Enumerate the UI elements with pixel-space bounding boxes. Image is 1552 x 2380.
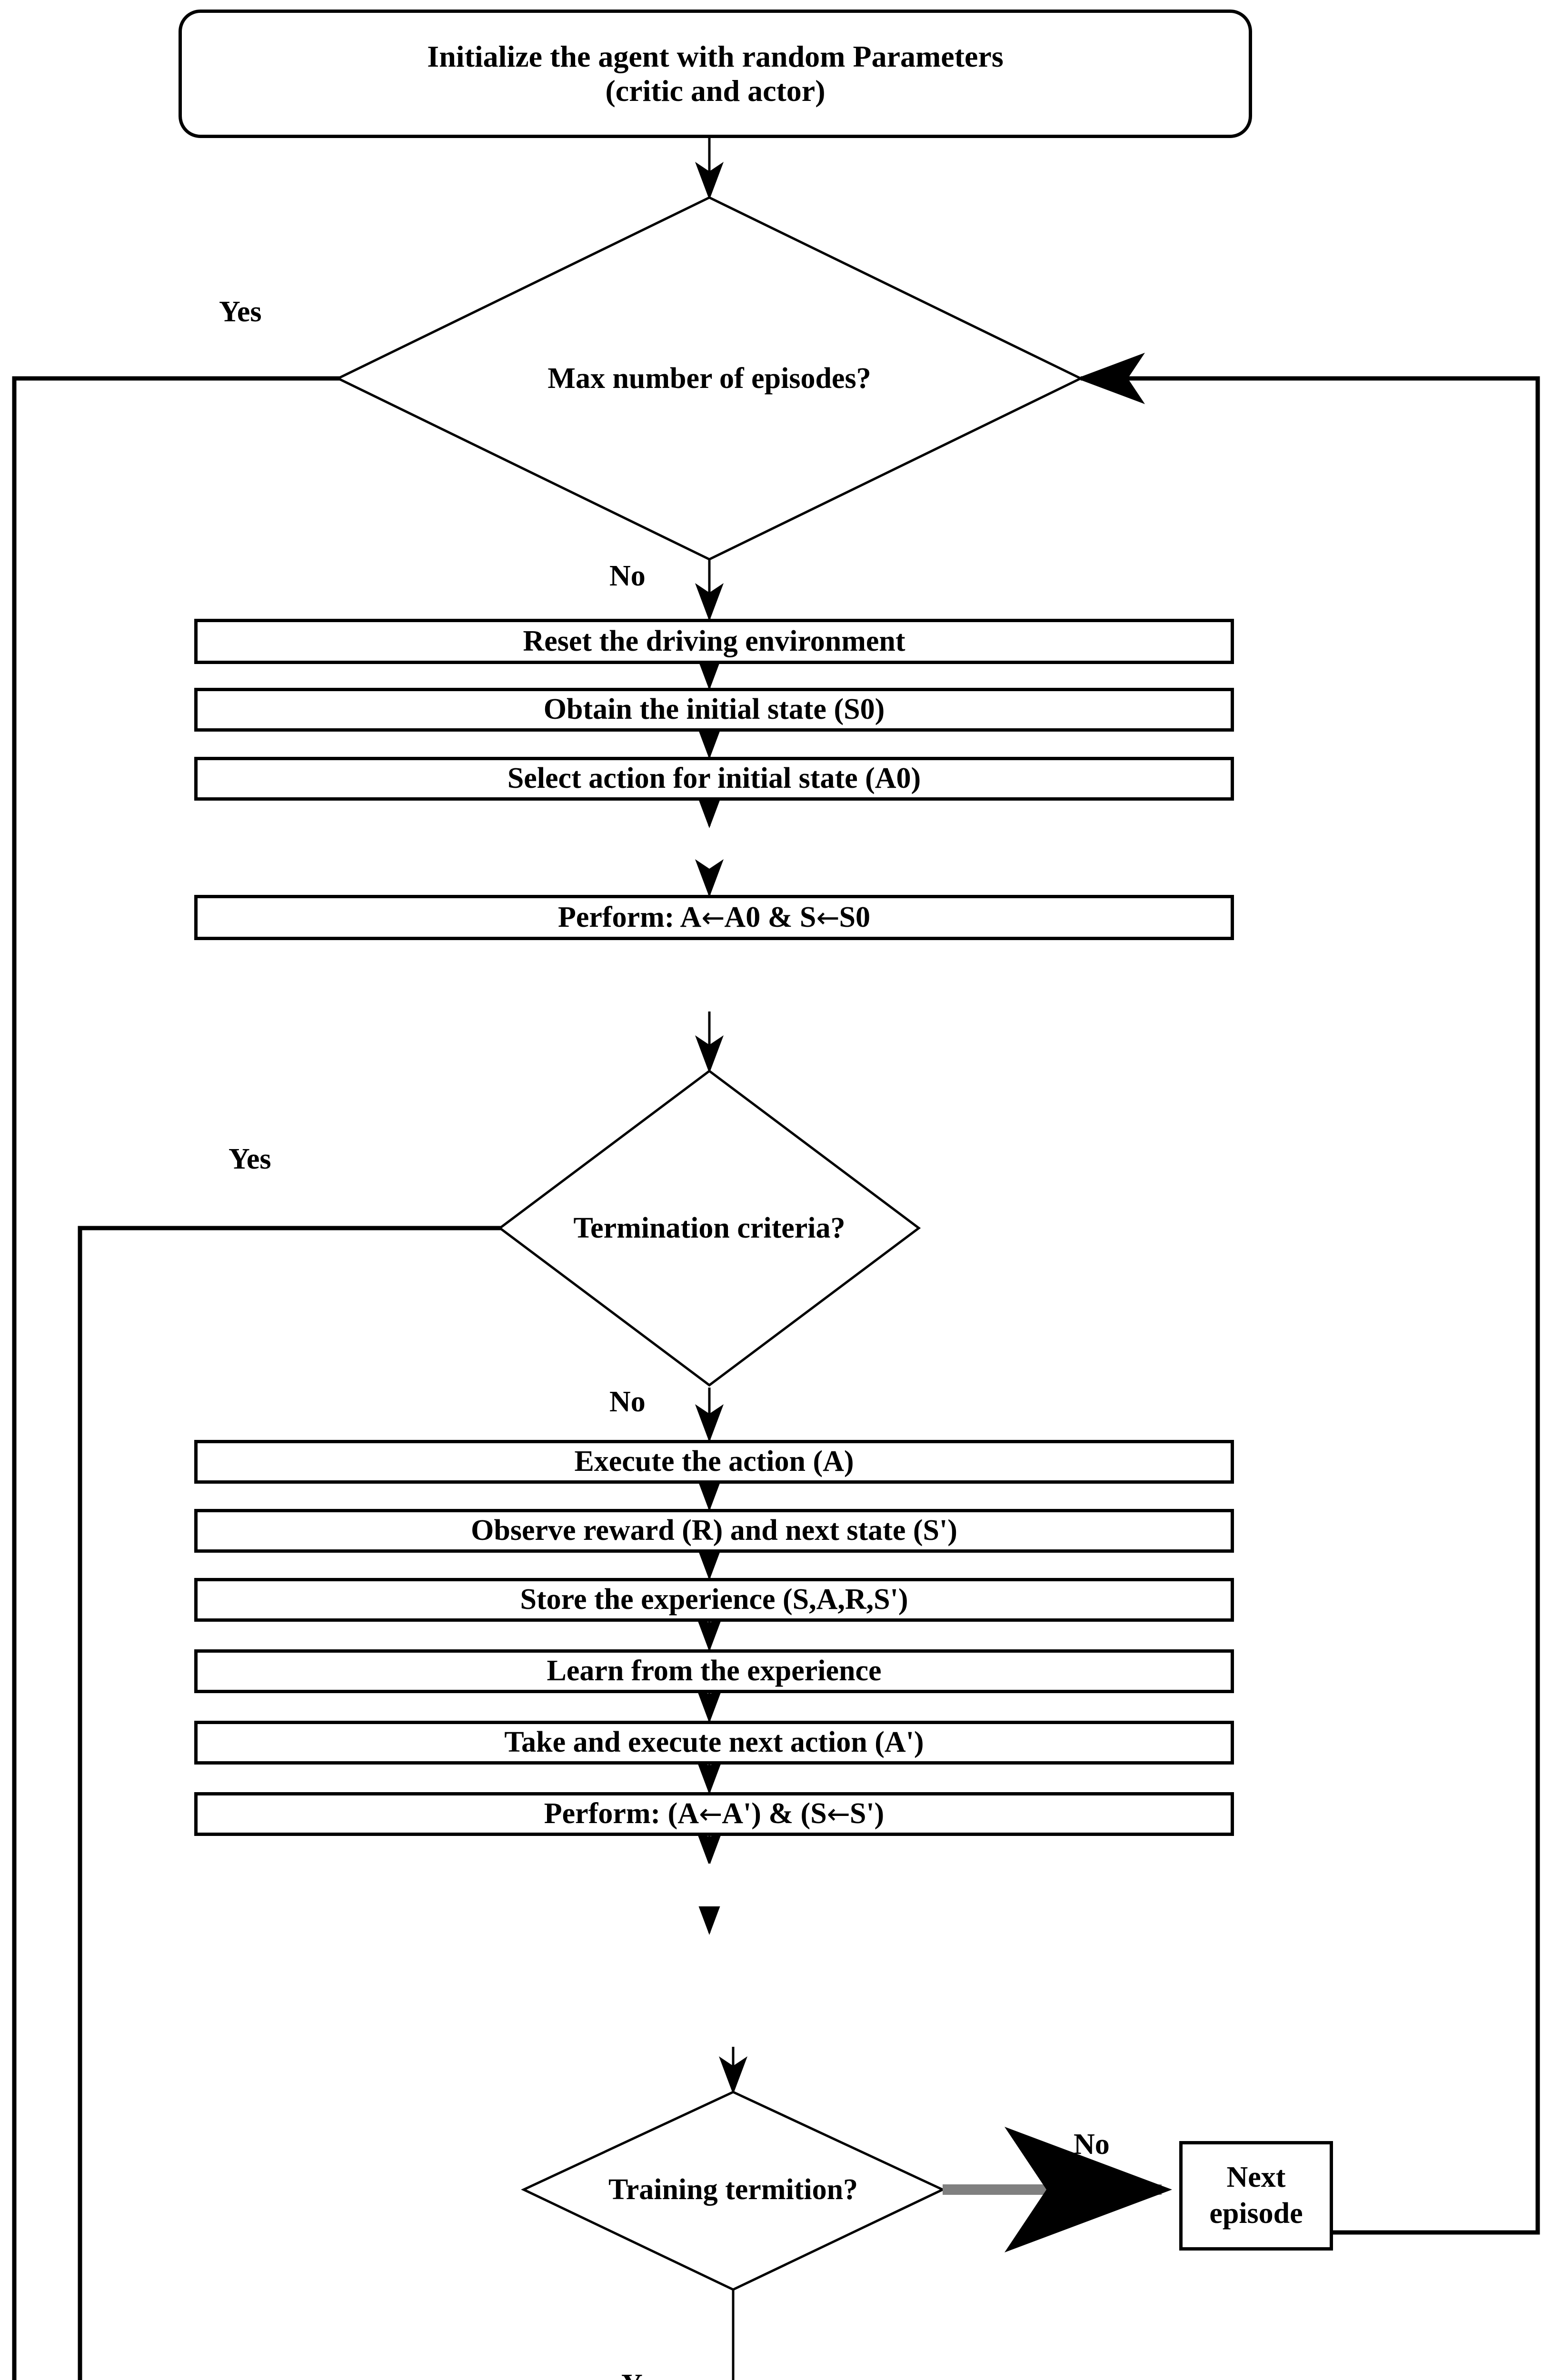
- decision-termination-label[interactable]: Termination criteria?: [573, 1212, 846, 1244]
- left-arrow-glyph-2: ←: [816, 901, 839, 934]
- edge-label-episodes-no: No: [609, 560, 646, 592]
- node-obtain-state[interactable]: Obtain the initial state (S0): [194, 688, 1234, 732]
- start-line-2: (critic and actor): [605, 74, 826, 108]
- perform-initial-suffix: S0: [839, 901, 870, 933]
- node-select-action[interactable]: Select action for initial state (A0): [194, 757, 1234, 801]
- start-line-1: Initialize the agent with random Paramet…: [427, 40, 1004, 74]
- node-take-next-action[interactable]: Take and execute next action (A'): [194, 1721, 1234, 1765]
- node-perform-next[interactable]: Perform: (A ← A') & (S ← S'): [194, 1792, 1234, 1836]
- next-episode-line-2: episode: [1209, 2197, 1303, 2230]
- decision-episodes-label[interactable]: Max number of episodes?: [547, 362, 871, 395]
- node-perform-next-spacer: [194, 1864, 1234, 1906]
- edge-label-training-yes: Yes: [621, 2368, 664, 2380]
- node-store-experience[interactable]: Store the experience (S,A,R,S'): [194, 1578, 1234, 1622]
- perform-next-suffix: S'): [849, 1797, 885, 1830]
- left-arrow-glyph-4: ←: [826, 1797, 850, 1831]
- edge-label-training-no: No: [1074, 2128, 1110, 2161]
- node-execute-action[interactable]: Execute the action (A): [194, 1440, 1234, 1484]
- decision-training-label[interactable]: Training termition?: [608, 2173, 858, 2206]
- node-perform-initial[interactable]: Perform: A ← A0 & S ← S0: [194, 895, 1234, 940]
- node-reset-env[interactable]: Reset the driving environment: [194, 619, 1234, 664]
- node-learn-experience[interactable]: Learn from the experience: [194, 1649, 1234, 1693]
- node-next-episode[interactable]: Next episode: [1179, 2141, 1333, 2251]
- perform-initial-middle: A0 & S: [724, 901, 816, 933]
- left-arrow-glyph-3: ←: [699, 1797, 722, 1831]
- edge-label-termination-no: No: [609, 1386, 646, 1418]
- edge-label-termination-yes: Yes: [229, 1143, 271, 1175]
- edge-label-episodes-yes: Yes: [219, 296, 262, 328]
- node-start[interactable]: Initialize the agent with random Paramet…: [179, 10, 1252, 138]
- perform-initial-prefix: Perform: A: [558, 901, 702, 933]
- perform-next-prefix: Perform: (A: [544, 1797, 699, 1830]
- decision-training-shape: [521, 2091, 945, 2291]
- decision-episodes-shape: [335, 196, 1084, 561]
- node-observe-reward[interactable]: Observe reward (R) and next state (S'): [194, 1509, 1234, 1553]
- left-arrow-glyph-1: ←: [701, 901, 725, 934]
- perform-next-middle: A') & (S: [722, 1797, 827, 1830]
- decision-termination-shape: [497, 1069, 921, 1387]
- next-episode-line-1: Next: [1226, 2161, 1286, 2194]
